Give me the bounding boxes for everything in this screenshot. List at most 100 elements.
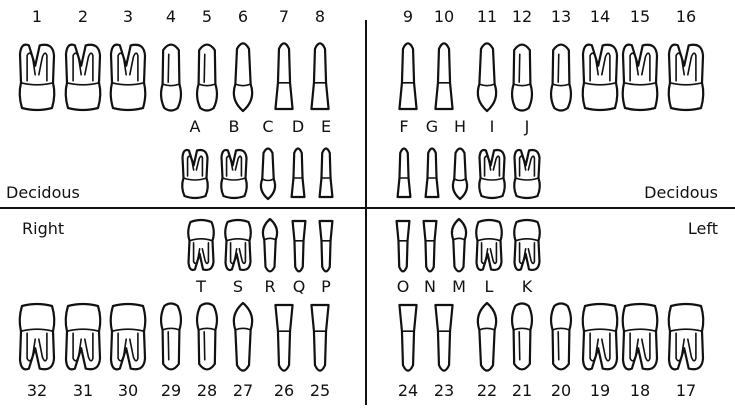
tooth-detail: [204, 54, 205, 82]
tooth-label-8: 8: [315, 7, 325, 26]
tooth-outline: [583, 45, 618, 110]
tooth-9[interactable]: [399, 43, 416, 109]
tooth-outline: [161, 45, 181, 111]
tooth-label-7: 7: [279, 7, 289, 26]
tooth-22[interactable]: [478, 303, 496, 371]
tooth-23[interactable]: [435, 305, 452, 371]
tooth-outline: [221, 150, 247, 198]
tooth-detail: [558, 332, 559, 360]
tooth-O[interactable]: [397, 221, 410, 271]
tooth-label-23: 23: [434, 381, 454, 400]
tooth-25[interactable]: [311, 305, 328, 371]
tooth-outline: [20, 304, 55, 369]
tooth-G[interactable]: [426, 149, 439, 198]
tooth-Q[interactable]: [293, 221, 306, 271]
tooth-26[interactable]: [275, 305, 292, 371]
tooth-24[interactable]: [399, 305, 416, 371]
tooth-outline: [161, 304, 181, 370]
tooth-4[interactable]: [161, 45, 181, 111]
tooth-A[interactable]: [182, 150, 208, 198]
left-side-label: Left: [688, 219, 718, 238]
tooth-label-1: 1: [32, 7, 42, 26]
tooth-12[interactable]: [512, 45, 532, 111]
tooth-outline: [225, 220, 251, 270]
tooth-label-C: C: [262, 117, 273, 136]
tooth-label-29: 29: [161, 381, 181, 400]
tooth-outline: [292, 149, 305, 198]
tooth-10[interactable]: [435, 43, 452, 109]
tooth-label-10: 10: [434, 7, 454, 26]
tooth-label-9: 9: [403, 7, 413, 26]
tooth-T[interactable]: [188, 220, 214, 270]
tooth-28[interactable]: [197, 304, 217, 370]
tooth-outline: [182, 150, 208, 198]
tooth-15[interactable]: [623, 45, 658, 110]
tooth-label-11: 11: [477, 7, 497, 26]
tooth-32[interactable]: [20, 304, 55, 369]
tooth-6[interactable]: [234, 43, 252, 111]
tooth-L[interactable]: [476, 220, 502, 270]
tooth-outline: [424, 221, 437, 271]
tooth-label-13: 13: [551, 7, 571, 26]
tooth-K[interactable]: [514, 220, 540, 270]
tooth-C[interactable]: [261, 149, 275, 200]
tooth-label-T: T: [195, 277, 206, 296]
tooth-P[interactable]: [320, 221, 333, 271]
tooth-3[interactable]: [111, 45, 146, 110]
tooth-label-I: I: [490, 117, 495, 136]
tooth-outline: [478, 43, 496, 111]
tooth-21[interactable]: [512, 304, 532, 370]
tooth-outline: [20, 45, 55, 110]
tooth-label-22: 22: [477, 381, 497, 400]
tooth-5[interactable]: [197, 45, 217, 111]
tooth-H[interactable]: [453, 149, 467, 200]
tooth-E[interactable]: [320, 149, 333, 198]
tooth-17[interactable]: [669, 304, 704, 369]
tooth-outline: [197, 304, 217, 370]
tooth-2[interactable]: [66, 45, 101, 110]
tooth-I[interactable]: [479, 150, 505, 198]
tooth-D[interactable]: [292, 149, 305, 198]
tooth-label-N: N: [424, 277, 436, 296]
tooth-29[interactable]: [161, 304, 181, 370]
tooth-31[interactable]: [66, 304, 101, 369]
tooth-label-B: B: [229, 117, 240, 136]
tooth-outline: [111, 45, 146, 110]
tooth-outline: [261, 149, 275, 200]
tooth-F[interactable]: [398, 149, 411, 198]
tooth-7[interactable]: [275, 43, 292, 109]
tooth-outline: [188, 220, 214, 270]
tooth-outline: [320, 149, 333, 198]
tooth-outline: [476, 220, 502, 270]
tooth-label-26: 26: [274, 381, 294, 400]
tooth-M[interactable]: [452, 219, 466, 271]
tooth-18[interactable]: [623, 304, 658, 369]
tooth-outline: [399, 305, 416, 371]
tooth-13[interactable]: [551, 45, 571, 111]
tooth-label-17: 17: [676, 381, 696, 400]
tooth-label-D: D: [292, 117, 304, 136]
tooth-S[interactable]: [225, 220, 251, 270]
tooth-label-K: K: [522, 277, 533, 296]
tooth-outline: [514, 220, 540, 270]
tooth-detail: [168, 332, 169, 360]
tooth-11[interactable]: [478, 43, 496, 111]
tooth-outline: [234, 303, 252, 371]
tooth-N[interactable]: [424, 221, 437, 271]
tooth-B[interactable]: [221, 150, 247, 198]
tooth-label-30: 30: [118, 381, 138, 400]
tooth-R[interactable]: [263, 219, 277, 271]
tooth-1[interactable]: [20, 45, 55, 110]
tooth-30[interactable]: [111, 304, 146, 369]
tooth-14[interactable]: [583, 45, 618, 110]
tooth-8[interactable]: [311, 43, 328, 109]
tooth-27[interactable]: [234, 303, 252, 371]
tooth-label-O: O: [397, 277, 410, 296]
tooth-label-F: F: [399, 117, 408, 136]
tooth-20[interactable]: [551, 304, 571, 370]
tooth-J[interactable]: [514, 150, 540, 198]
tooth-label-M: M: [452, 277, 466, 296]
tooth-16[interactable]: [669, 45, 704, 110]
tooth-19[interactable]: [583, 304, 618, 369]
tooth-outline: [398, 149, 411, 198]
